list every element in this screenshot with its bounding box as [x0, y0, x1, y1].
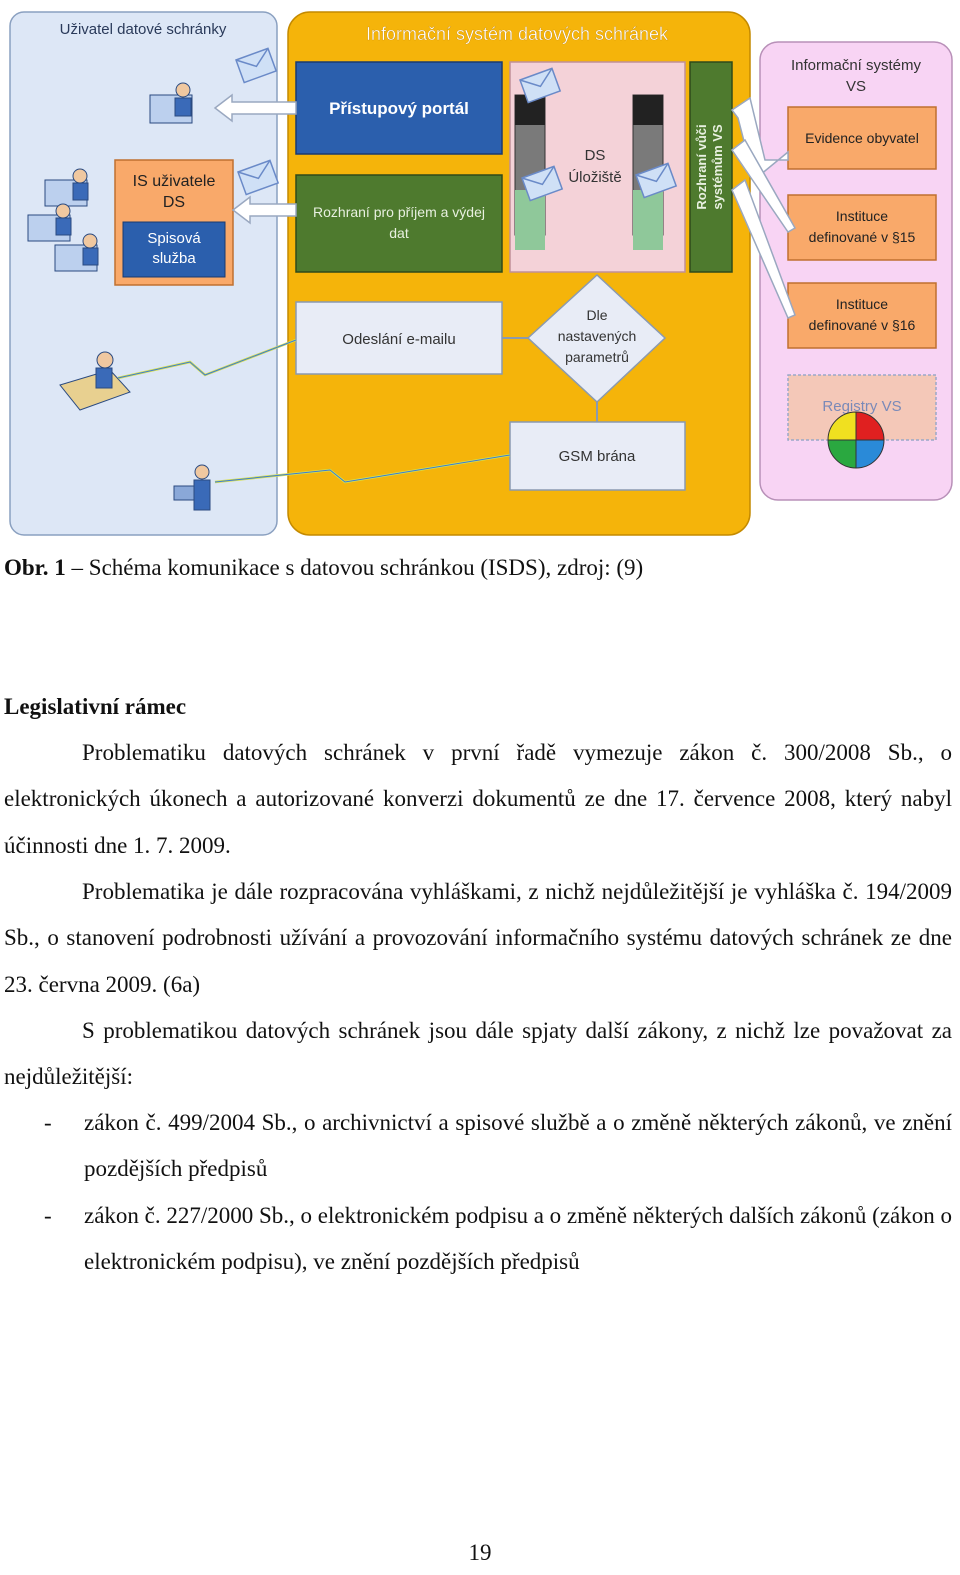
evidence-box: [787, 106, 937, 170]
diamond-line3: parametrů: [565, 349, 629, 365]
vs-interface-box: [689, 61, 733, 273]
isds-diagram: Uživatel datové schránky IS uživatele DS…: [9, 11, 953, 536]
mail-envelope-icons: [235, 47, 678, 202]
inst16-line1: Instituce: [836, 296, 888, 312]
is-box-line2: DS: [163, 194, 185, 211]
paragraph-text: S problematikou datových schránek jsou d…: [4, 1018, 952, 1090]
inst16-line2: definované v §16: [809, 317, 916, 333]
center-panel-title: Informační systém datových schránek: [366, 24, 669, 44]
spisova-sluzba-box: [122, 221, 226, 278]
caption-text: – Schéma komunikace s datovou schránkou …: [65, 555, 644, 580]
paragraph-text: Problematika je dále rozpracována vyhláš…: [4, 879, 952, 997]
figure-caption: Obr. 1 – Schéma komunikace s datovou sch…: [4, 553, 643, 583]
list-item-text: zákon č. 499/2004 Sb., o archivnictví a …: [84, 1110, 952, 1182]
caption-lead: Obr. 1: [4, 555, 66, 580]
paragraph: Problematiku datových schránek v první ř…: [4, 730, 952, 869]
inst15-line2: definované v §15: [809, 229, 916, 245]
gsm-label: GSM brána: [559, 448, 636, 465]
ds-line2: Úložiště: [568, 169, 621, 186]
list-item: - zákon č. 227/2000 Sb., o elektronickém…: [4, 1193, 952, 1286]
paragraph: S problematikou datových schránek jsou d…: [4, 1008, 952, 1101]
right-title-line1: Informační systémy: [791, 57, 922, 74]
portal-box: [295, 61, 503, 155]
user-icon: [149, 82, 193, 124]
user-laptop-icon: [59, 351, 131, 411]
list-item-text: zákon č. 227/2000 Sb., o elektronickém p…: [84, 1203, 952, 1275]
rozhrani-line1: Rozhraní pro příjem a výdej: [313, 204, 485, 220]
list-marker: -: [44, 1110, 52, 1135]
inst15-box: [787, 194, 937, 261]
registry-label: Registry VS: [822, 398, 901, 415]
connection-arrows: [213, 93, 797, 319]
ds-line1: DS: [585, 147, 606, 164]
right-title-line2: VS: [846, 78, 866, 95]
user-phone-icon: [173, 464, 211, 511]
email-label: Odeslání e-mailu: [342, 331, 455, 348]
diamond-line1: Dle: [586, 307, 607, 323]
portal-label: Přístupový portál: [329, 99, 469, 118]
vertical-line1: Rozhraní vůči: [694, 124, 709, 209]
page-number: 19: [468, 1540, 492, 1565]
spisova-line2: služba: [152, 250, 196, 267]
inst15-line1: Instituce: [836, 208, 888, 224]
evidence-label: Evidence obyvatel: [805, 130, 919, 146]
inst16-box: [787, 282, 937, 349]
rozhrani-line2: dat: [389, 225, 409, 241]
is-box-line1: IS uživatele: [133, 173, 216, 190]
section-heading: Legislativní rámec: [4, 694, 187, 719]
email-box: [295, 301, 503, 375]
lightning-links: [117, 338, 511, 484]
diamond-line2: nastavených: [558, 328, 637, 344]
gsm-box: [509, 421, 686, 491]
left-panel-title: Uživatel datové schránky: [60, 21, 227, 38]
vertical-line2: systémům VS: [710, 124, 725, 210]
list-item: - zákon č. 499/2004 Sb., o archivnictví …: [4, 1100, 952, 1193]
spisova-line1: Spisová: [147, 230, 201, 247]
registry-pie-icon: [827, 411, 885, 469]
paragraph: Problematika je dále rozpracována vyhláš…: [4, 869, 952, 1008]
interface-box: [295, 174, 503, 273]
users-group-icon: [27, 168, 99, 272]
paragraph-text: Problematiku datových schránek v první ř…: [4, 740, 952, 858]
list-marker: -: [44, 1203, 52, 1228]
